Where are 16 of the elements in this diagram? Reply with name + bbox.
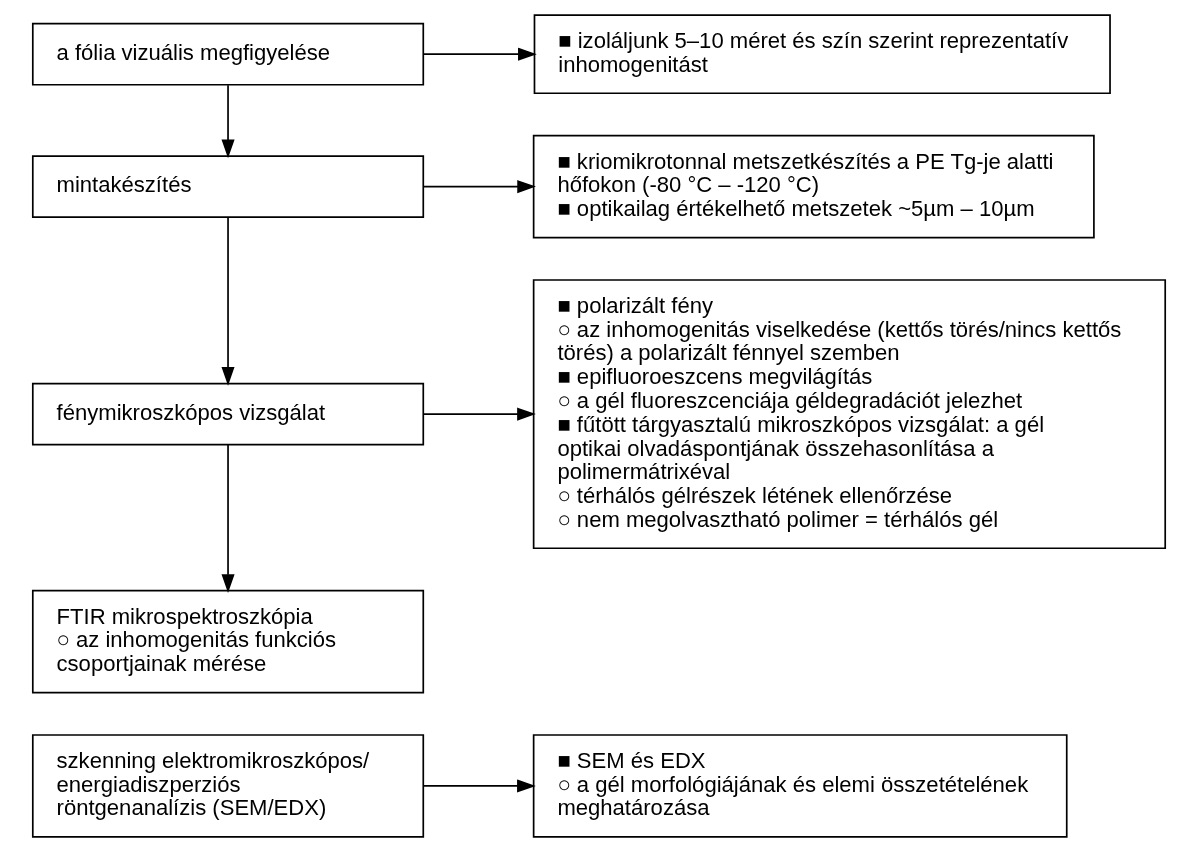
arrow [221,216,235,386]
node-box: ■ kriomikrotonnal metszetkészítés a PE Tg-je alatti hőfokon (-80 °C – -120 °C) ■ optikailag értékelhető metszetek ~5µm – 10µm [532,134,1095,239]
node-box: szkenning elektromikroszkópos/ energiadiszperziós röntgenanalízis (SEM/EDX) [31,734,425,838]
node-box: FTIR mikrospektroszkópia ○ az inhomogenitás funkciós csoportjainak mérése [31,589,425,694]
arrow [422,180,536,194]
node-box: ■ polarizált fény ○ az inhomogenitás viselkedése (kettős törés/nincs kettős törés) a polarizált fénnyel szemben ■ epifluoroeszcens megvilágítás ○ a gél fluoreszcenciája géldegradációt jelezhet ■ fűtött tárgyasztalú mikroszkópos vizsgálat: a gél optikai olvadáspontjának összehasonlítása a polimermátrixéval ○ térhálós gélrészek létének ellenőrzése ○ nem megolvasztható polimer = térhálós gél [532,279,1167,550]
arrow [221,84,235,159]
node-box: a fólia vizuális megfigyelése [31,22,425,86]
arrow [422,779,536,793]
arrow [422,407,536,421]
node-box: ■ izoláljunk 5–10 méret és szín szerint reprezentatív inhomogenitást [533,14,1111,95]
arrow [221,444,235,594]
node-box: ■ SEM és EDX ○ a gél morfológiájának és elemi összetételének meghatározása [532,734,1068,838]
arrow [422,47,537,61]
node-box: fénymikroszkópos vizsgálat [31,382,425,446]
node-box: mintakészítés [31,155,425,218]
